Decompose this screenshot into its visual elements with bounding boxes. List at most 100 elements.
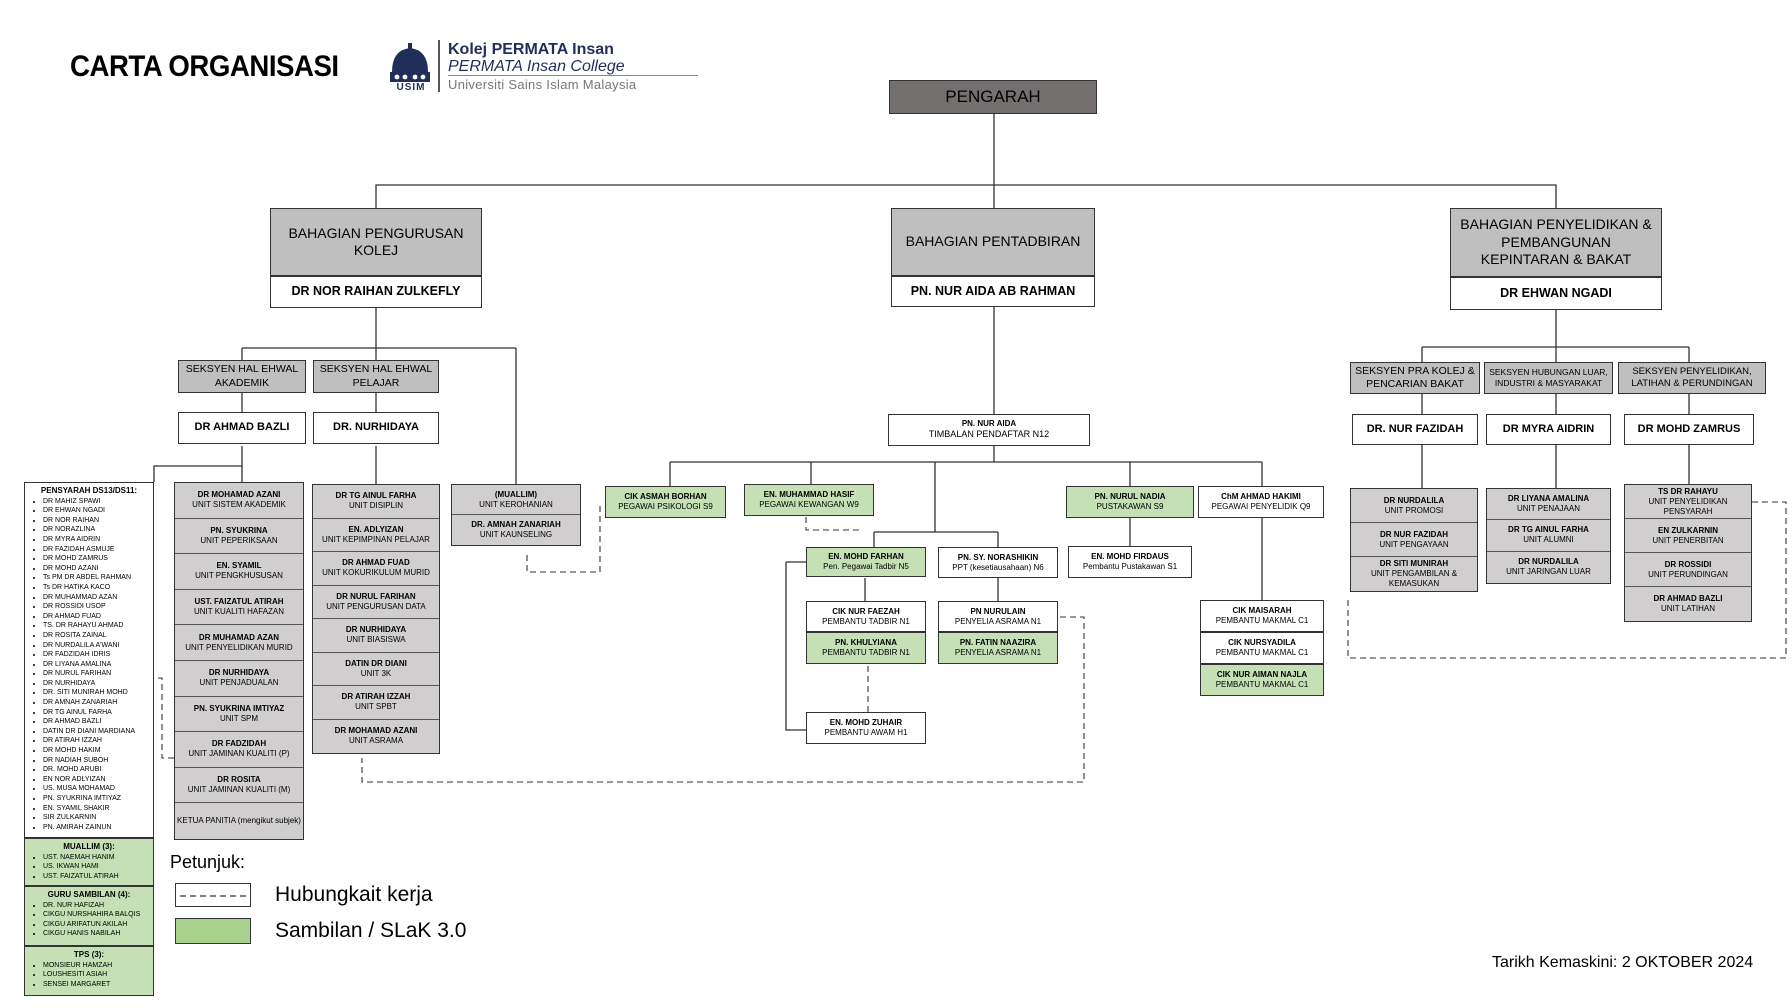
unit-name: UNIT PENGAMBILAN & KEMASUKAN: [1370, 569, 1458, 588]
section-akademik-head[interactable]: DR AHMAD BAZLI: [178, 412, 306, 444]
section-prakolej-title[interactable]: SEKSYEN PRA KOLEJ & PENCARIAN BAKAT: [1350, 362, 1480, 394]
aiman-role: PEMBANTU MAKMAL C1: [1215, 680, 1309, 689]
section-penyelidikan-title[interactable]: SEKSYEN PENYELIDIKAN, LATIHAN & PERUNDIN…: [1618, 362, 1766, 394]
section-pelajar-head[interactable]: DR. NURHIDAYA: [313, 412, 439, 444]
muallim-items: UST. NAEMAH HANIMUS. IKWAN HAMIUST. FAIZ…: [25, 853, 153, 882]
nurulain-role: PENYELIA ASRAMA N1: [954, 616, 1042, 626]
tps-title: TPS (3):: [73, 950, 105, 959]
section-penyelidikan-head[interactable]: DR MOHD ZAMRUS: [1624, 414, 1754, 445]
usim-emblem-icon: [390, 43, 430, 82]
division-mid-title[interactable]: BAHAGIAN PENTADBIRAN: [891, 208, 1095, 276]
division-right-title[interactable]: BAHAGIAN PENYELIDIKAN & PEMBANGUNAN KEPI…: [1450, 208, 1662, 277]
logo-line-3: Universiti Sains Islam Malaysia: [448, 77, 637, 92]
list-item: DATIN DR DIANI MARDIANA: [43, 727, 153, 737]
list-item: PN. SYUKRINA IMTIYAZ: [43, 794, 153, 804]
akademik-units-item[interactable]: KETUA PANITIA (mengikut subjek): [175, 803, 303, 839]
list-item: DR AMNAH ZANARIAH: [43, 698, 153, 708]
kerohanian-units-item[interactable]: (MUALLIM)UNIT KEROHANIAN: [452, 485, 580, 515]
unit-name: UNIT KEROHANIAN: [479, 499, 553, 509]
section-akademik-title-text: SEKSYEN HAL EHWAL AKADEMIK: [185, 363, 299, 389]
unit-person-name: EN ZULKARNIN: [1658, 525, 1718, 535]
division-right-head[interactable]: DR EHWAN NGADI: [1450, 277, 1662, 310]
section-pelajar-title[interactable]: SEKSYEN HAL EHWAL PELAJAR: [313, 360, 439, 393]
section-hubungan-title[interactable]: SEKSYEN HUBUNGAN LUAR, INDUSTRI & MASYAR…: [1484, 362, 1613, 394]
unit-person-name: DR AHMAD FUAD: [342, 558, 410, 568]
unit-name: UNIT ASRAMA: [348, 736, 404, 746]
unit-name: UNIT KOKURIKULUM MURID: [322, 568, 430, 578]
unit-person-name: DR ROSSIDI: [1664, 559, 1712, 569]
section-akademik-title[interactable]: SEKSYEN HAL EHWAL AKADEMIK: [178, 360, 306, 393]
division-left-title[interactable]: BAHAGIAN PENGURUSAN KOLEJ: [270, 208, 482, 276]
section-prakolej-head[interactable]: DR. NUR FAZIDAH: [1352, 414, 1478, 445]
unit-person-name: DR TG AINUL FARHA: [335, 491, 417, 501]
division-left-head[interactable]: DR NOR RAIHAN ZULKEFLY: [270, 276, 482, 308]
hasif-name: EN. MUHAMMAD HASIF: [763, 490, 855, 499]
list-item: DR MOHD HAKIM: [43, 746, 153, 756]
nadia-name: PN. NURUL NADIA: [1094, 492, 1166, 501]
nursyadila-role: PEMBANTU MAKMAL C1: [1215, 648, 1309, 657]
list-item: SIR ZULKARNIN: [43, 813, 153, 823]
list-item: DR AHMAD FUAD: [43, 612, 153, 622]
unit-person-name: EN. SYAMIL: [216, 561, 262, 571]
tps-items: MONSIEUR HAMZAHLOUSHESITI ASIAHSENSEI MA…: [25, 961, 153, 990]
section-hubungan-title-text: SEKSYEN HUBUNGAN LUAR, INDUSTRI & MASYAR…: [1489, 367, 1608, 388]
pengarah-box[interactable]: PENGARAH: [889, 80, 1097, 114]
unit-person-name: DATIN DR DIANI: [345, 658, 407, 668]
division-mid-head[interactable]: PN. NUR AIDA AB RAHMAN: [891, 276, 1095, 307]
timbalan-box[interactable]: PN. NUR AIDA TIMBALAN PENDAFTAR N12: [888, 414, 1090, 446]
fatin-name: PN. FATIN NAAZIRA: [959, 638, 1037, 647]
unit-person-name: DR FADZIDAH: [211, 739, 267, 749]
unit-person-name: DR MOHAMAD AZANI: [197, 490, 281, 500]
unit-person-name: PN. SYUKRINA IMTIYAZ: [193, 703, 285, 713]
list-item: DR TG AINUL FARHA: [43, 708, 153, 718]
section-hubungan-head[interactable]: DR MYRA AIDRIN: [1486, 414, 1611, 445]
unit-person-name: DR NURHIDAYA: [208, 668, 270, 678]
